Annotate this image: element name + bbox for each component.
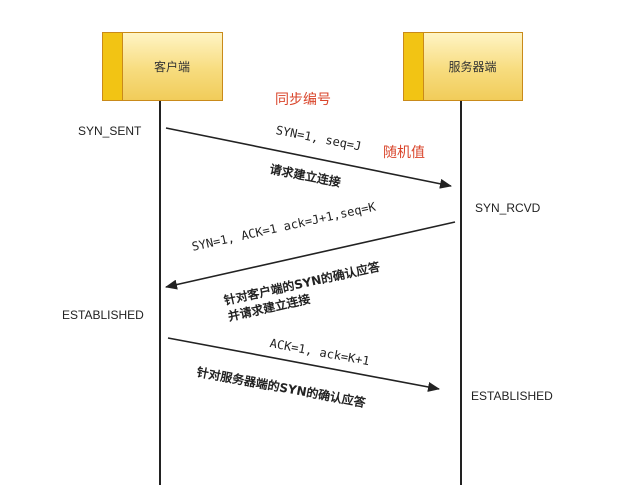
server-state-established: ESTABLISHED xyxy=(471,389,553,403)
syn-ack-arrow xyxy=(165,221,456,290)
server-node: 服务器端 xyxy=(403,32,523,101)
client-state-syn-sent: SYN_SENT xyxy=(78,124,142,138)
ack-arrow xyxy=(167,337,440,392)
client-node: 客户端 xyxy=(102,32,223,101)
server-node-label: 服务器端 xyxy=(448,60,497,74)
sequence-number-note: 同步编号 xyxy=(275,92,331,108)
client-lifeline xyxy=(159,101,161,485)
client-node-label: 客户端 xyxy=(153,60,190,74)
client-state-established: ESTABLISHED xyxy=(62,308,144,322)
client-node-strip xyxy=(103,33,123,100)
server-state-syn-rcvd: SYN_RCVD xyxy=(475,201,541,215)
server-node-strip xyxy=(404,33,424,100)
syn-arrow xyxy=(165,127,452,189)
random-value-note: 随机值 xyxy=(383,145,425,161)
server-lifeline xyxy=(460,101,462,485)
